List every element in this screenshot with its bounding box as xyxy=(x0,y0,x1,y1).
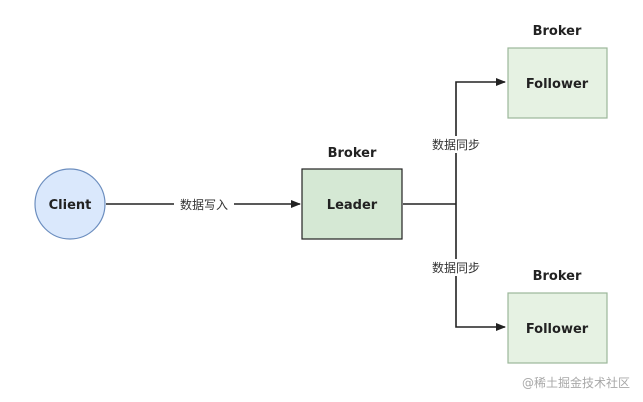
leader-node xyxy=(301,168,403,240)
client-label: Client xyxy=(49,198,92,213)
edge-write-label-bg xyxy=(174,196,234,213)
follower-top-label: Follower xyxy=(526,77,589,92)
follower-top-group-label: Broker xyxy=(533,24,582,39)
edge-sync-bottom-label: 数据同步 xyxy=(432,260,480,275)
edge-sync-bottom-label-bg xyxy=(426,259,486,276)
follower-bottom-group-label: Broker xyxy=(533,269,582,284)
client-node xyxy=(34,168,106,240)
follower-top-node xyxy=(507,47,608,119)
follower-bottom-label: Follower xyxy=(526,322,589,337)
leader-group-label: Broker xyxy=(328,146,377,161)
edge-write-label: 数据写入 xyxy=(180,197,228,212)
edge-sync-bottom-line xyxy=(455,204,506,331)
edge-sync-top-label: 数据同步 xyxy=(432,137,480,152)
watermark-text: @稀土掘金技术社区 xyxy=(522,375,630,390)
edge-sync-top-label-bg xyxy=(426,136,486,153)
leader-label: Leader xyxy=(327,198,378,213)
edge-sync-top-line xyxy=(455,78,506,204)
follower-bottom-node xyxy=(507,292,608,364)
